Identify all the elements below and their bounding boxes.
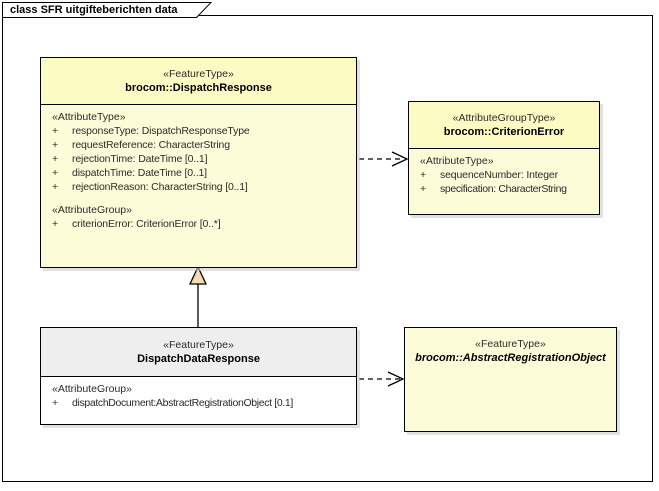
title-tab-slant <box>196 2 212 18</box>
class-name: DispatchDataResponse <box>137 352 260 365</box>
attribute-group-compartment: «AttributeGroup» + criterionError: Criter… <box>41 197 356 234</box>
class-stereotype: «FeatureType» <box>163 338 234 351</box>
class-name: brocom::DispatchResponse <box>125 81 272 94</box>
class-box-dispatch-data-response[interactable]: «FeatureType» DispatchDataResponse «Attr… <box>40 327 360 428</box>
attribute-signature: criterionError: CriterionError [0..*] <box>72 218 221 230</box>
attribute-row[interactable]: + dispatchDocument:AbstractRegistrationOb… <box>41 396 356 410</box>
attribute-compartment: «AttributeType» + responseType: DispatchR… <box>41 105 356 197</box>
class-stereotype: «AttributeGroupType» <box>452 111 556 124</box>
visibility-marker: + <box>52 153 59 165</box>
class-body: «FeatureType» DispatchDataResponse «Attr… <box>40 327 357 425</box>
attribute-signature: requestReference: CharacterString <box>72 139 230 151</box>
visibility-marker: + <box>52 218 59 230</box>
attribute-signature: rejectionReason: CharacterString [0..1] <box>72 181 248 193</box>
class-header: «FeatureType» DispatchDataResponse <box>41 328 356 377</box>
title-tab-body <box>2 2 197 18</box>
attribute-compartment: «AttributeType» + sequenceNumber: Integer… <box>409 149 599 199</box>
attribute-row[interactable]: + specification: CharacterString <box>409 182 599 196</box>
visibility-marker: + <box>52 125 59 137</box>
visibility-marker: + <box>52 181 59 193</box>
attribute-row[interactable]: + rejectionReason: CharacterString [0..1] <box>41 180 356 194</box>
attribute-group-label: «AttributeType» <box>420 155 494 167</box>
class-header: «FeatureType» brocom::DispatchResponse <box>41 58 356 105</box>
class-body: «AttributeGroupType» brocom::CriterionEr… <box>408 101 600 215</box>
attribute-group-label: «AttributeGroup» <box>52 204 132 216</box>
class-name: brocom::CriterionError <box>443 125 565 138</box>
attribute-group-label: «AttributeType» <box>52 111 126 123</box>
class-stereotype: «FeatureType» <box>475 337 546 350</box>
class-name: brocom::AbstractRegistrationObject <box>415 351 606 364</box>
attribute-signature: rejectionTime: DateTime [0..1] <box>72 153 208 165</box>
class-box-criterion-error[interactable]: «AttributeGroupType» brocom::CriterionEr… <box>408 101 603 218</box>
class-header: «AttributeGroupType» brocom::CriterionEr… <box>409 102 599 149</box>
diagram-title: class SFR uitgifteberichten data <box>10 4 178 16</box>
attribute-group-label: «AttributeGroup» <box>52 383 132 395</box>
attribute-row[interactable]: + criterionError: CriterionError [0..*] <box>41 217 356 231</box>
class-header: «FeatureType» brocom::AbstractRegistrati… <box>405 328 616 374</box>
visibility-marker: + <box>420 169 427 181</box>
attribute-signature: sequenceNumber: Integer <box>440 169 558 181</box>
class-stereotype: «FeatureType» <box>163 67 234 80</box>
visibility-marker: + <box>420 183 427 195</box>
visibility-marker: + <box>52 167 59 179</box>
class-body: «FeatureType» brocom::DispatchResponse «… <box>40 57 357 268</box>
attribute-group-compartment: «AttributeGroup» + dispatchDocument:Abstr… <box>41 377 356 413</box>
attribute-row[interactable]: + rejectionTime: DateTime [0..1] <box>41 152 356 166</box>
visibility-marker: + <box>52 397 59 409</box>
visibility-marker: + <box>52 139 59 151</box>
attribute-signature: dispatchTime: DateTime [0..1] <box>72 167 207 179</box>
attribute-row[interactable]: + sequenceNumber: Integer <box>409 168 599 182</box>
class-body: «FeatureType» brocom::AbstractRegistrati… <box>404 327 617 432</box>
class-box-abstract-registration-object[interactable]: «FeatureType» brocom::AbstractRegistrati… <box>404 327 620 435</box>
attribute-signature: dispatchDocument:AbstractRegistrationObj… <box>72 397 293 409</box>
attribute-row[interactable]: + dispatchTime: DateTime [0..1] <box>41 166 356 180</box>
class-box-dispatch-response[interactable]: «FeatureType» brocom::DispatchResponse «… <box>40 57 360 271</box>
attribute-signature: responseType: DispatchResponseType <box>72 125 250 137</box>
attribute-row[interactable]: + requestReference: CharacterString <box>41 138 356 152</box>
attribute-signature: specification: CharacterString <box>440 183 567 195</box>
attribute-row[interactable]: + responseType: DispatchResponseType <box>41 124 356 138</box>
